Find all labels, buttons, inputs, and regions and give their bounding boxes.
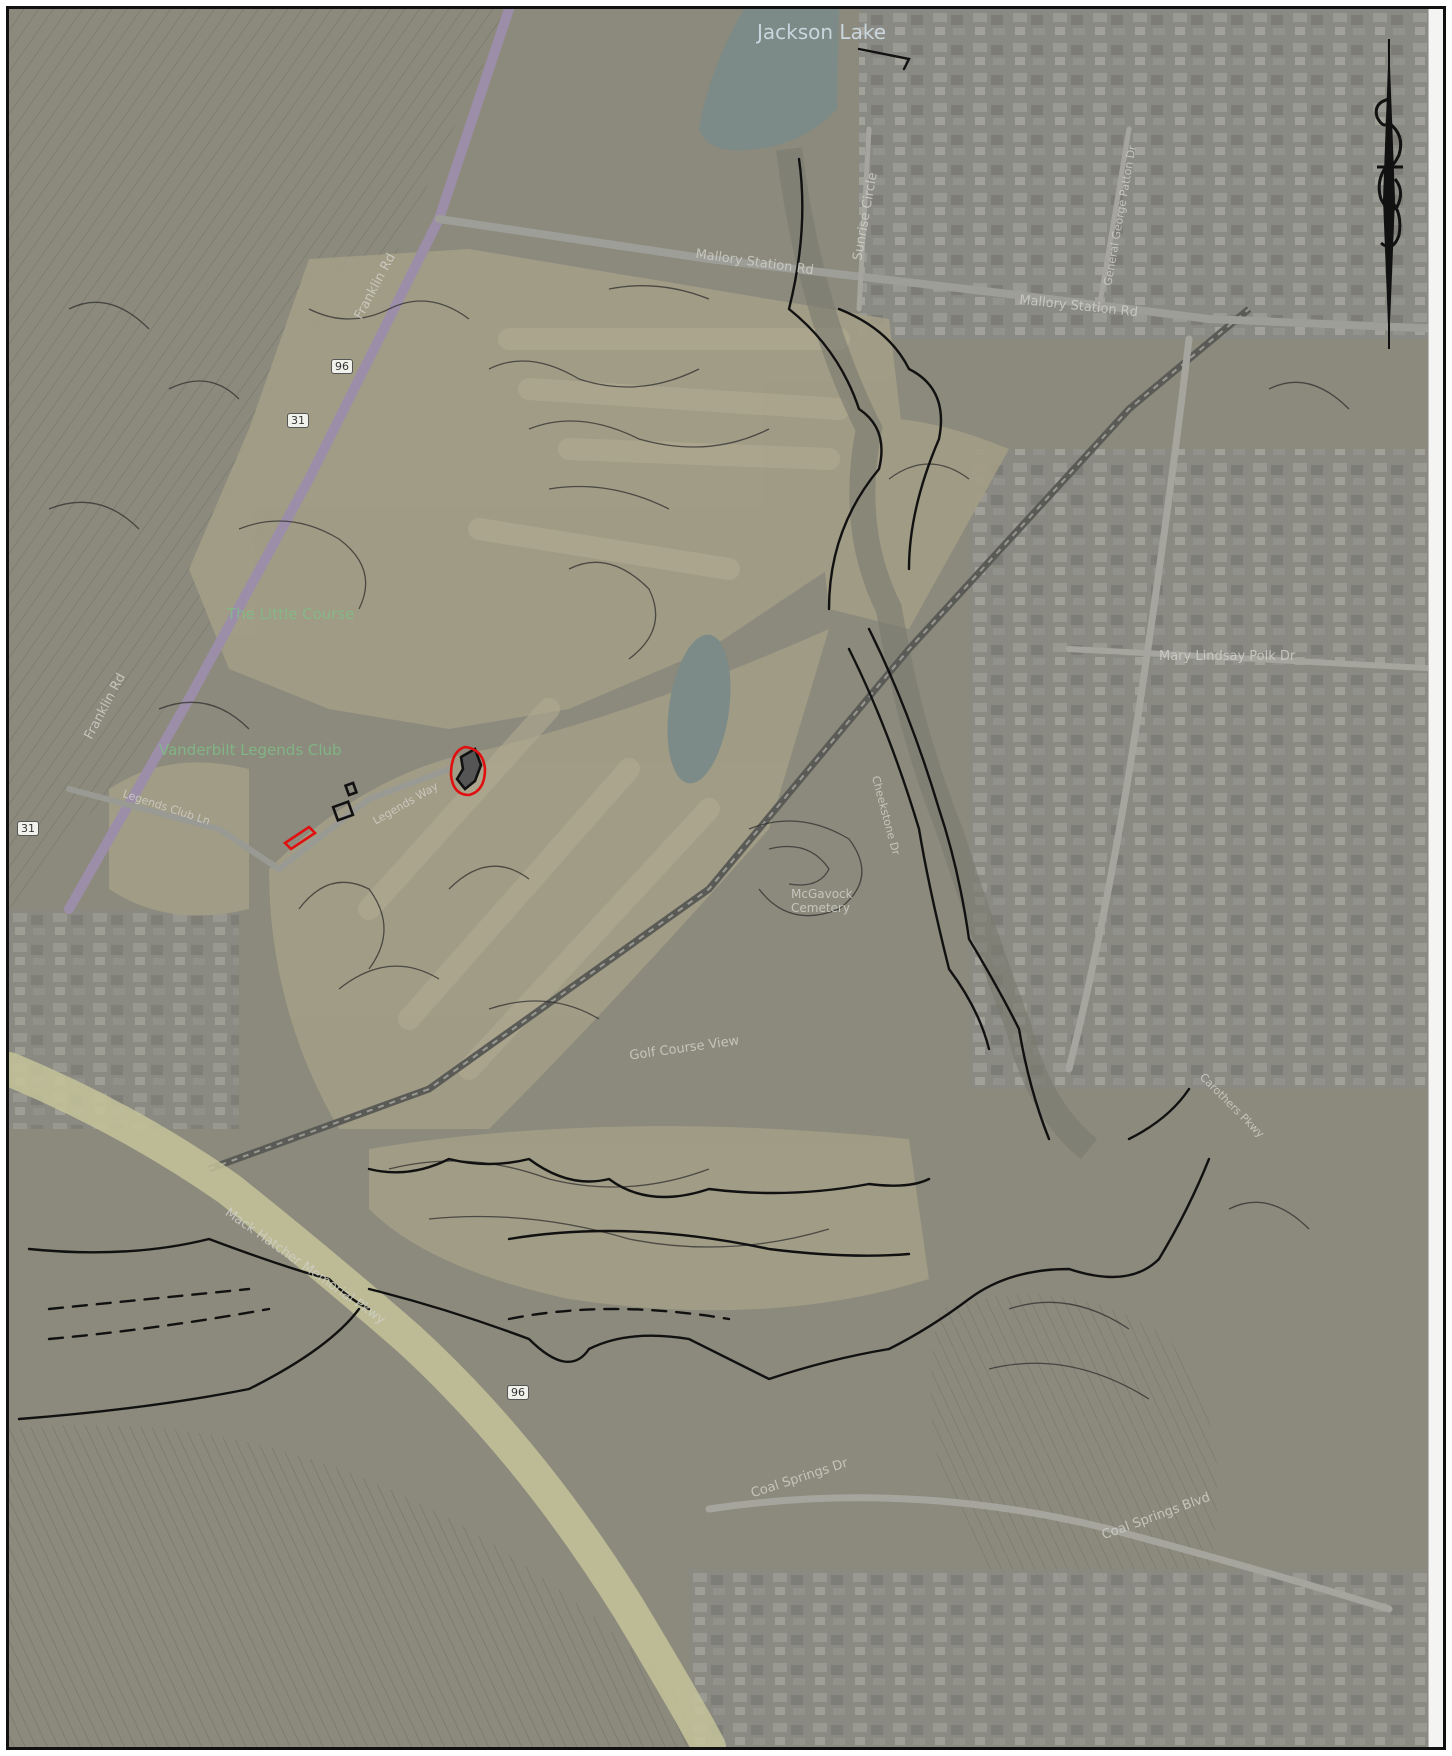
jackson-lake	[699, 9, 839, 151]
mary-lindsay-polk-dr	[1066, 646, 1443, 672]
route-shield: 31	[287, 413, 309, 428]
sunrise-circle	[856, 126, 872, 312]
parcel-red	[282, 825, 318, 851]
fairway-strips	[358, 328, 850, 1080]
urban-east	[969, 449, 1443, 1089]
route-shield: 31	[17, 821, 39, 836]
right-margin-strip	[1428, 9, 1443, 1747]
lake-label-text: Jackson Lake	[757, 20, 886, 44]
cemetery-label: McGavock Cemetery	[791, 887, 853, 915]
contour-lines	[48, 285, 1350, 1400]
urban-southeast	[689, 1569, 1443, 1747]
general-george-patton-dr	[1096, 126, 1132, 312]
hillside-south	[9, 1425, 729, 1747]
road-network	[9, 9, 1443, 1747]
park-label-little-course: The Little Course	[227, 605, 355, 623]
map-canvas	[9, 9, 1443, 1747]
road-label: Mary Lindsay Polk Dr	[1159, 649, 1296, 664]
legends-way	[276, 766, 452, 872]
legends-club-ln	[66, 786, 282, 872]
clubhouse-boundary-red	[449, 745, 487, 797]
coal-springs-blvd	[705, 1494, 1393, 1613]
park-label-legends-club: Vanderbilt Legends Club	[159, 741, 342, 759]
parcel-features	[282, 745, 487, 851]
mallory-station-rd	[435, 215, 1443, 333]
parcel-black-1	[331, 800, 355, 822]
hillside-southeast	[930, 1294, 1218, 1599]
feature-lines	[17, 47, 1211, 1421]
franklin-rd	[64, 9, 514, 914]
north-arrow-icon	[1374, 39, 1403, 349]
carothers-pkwy	[1065, 335, 1193, 1073]
route-shield: 96	[507, 1385, 529, 1400]
pond	[667, 634, 731, 784]
route-shield: 96	[331, 359, 353, 374]
mack-hatcher-pkwy	[9, 1052, 726, 1747]
parcel-black-2	[343, 781, 359, 797]
map-frame: Jackson Lake The Little Course Vanderbil…	[6, 6, 1446, 1750]
lake-label: Jackson Lake	[757, 21, 886, 43]
